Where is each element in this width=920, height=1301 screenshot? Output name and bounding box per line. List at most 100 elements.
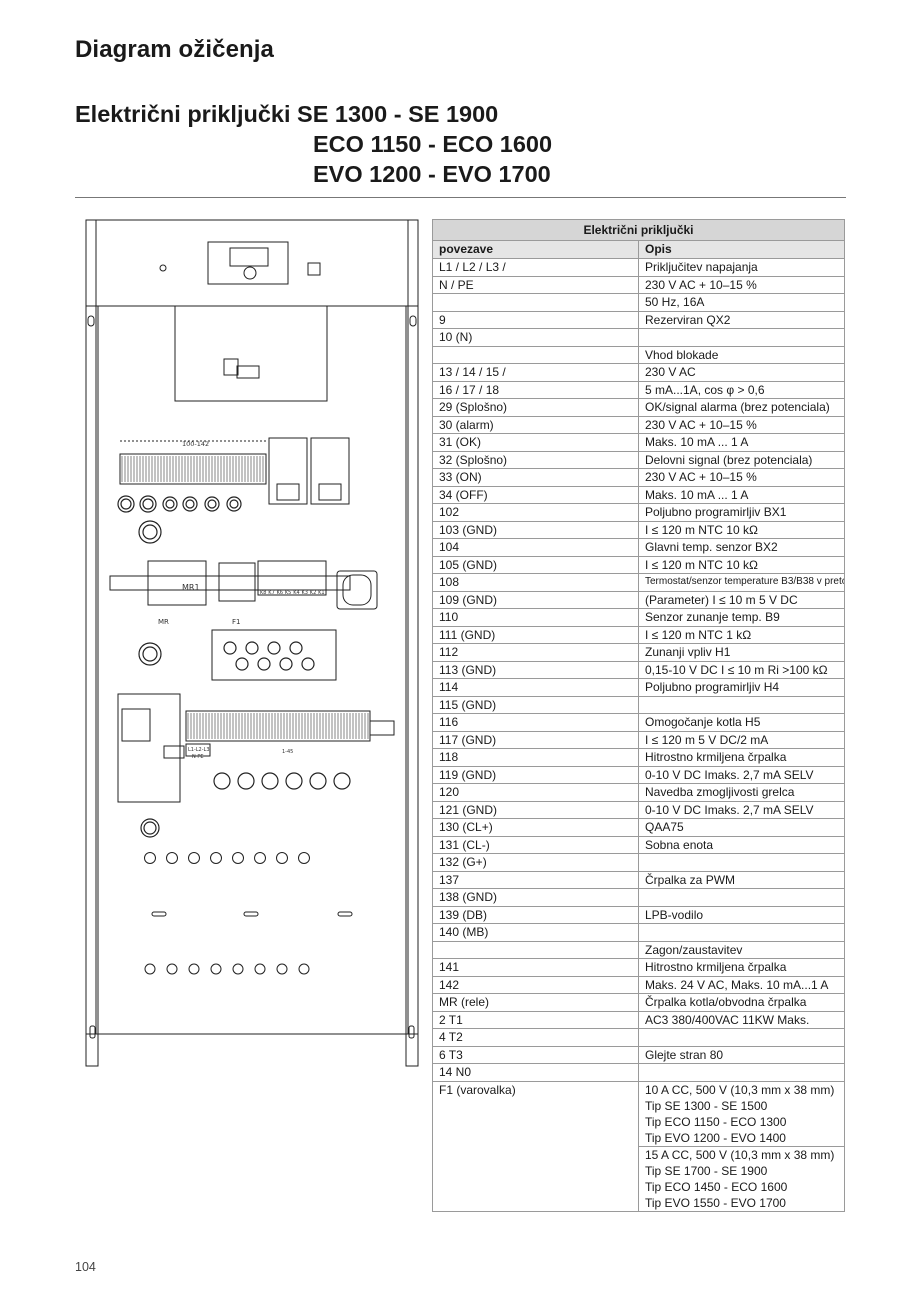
description-cell: I ≤ 120 m NTC 10 kΩ — [638, 555, 845, 574]
connection-cell: 119 (GND) — [432, 765, 639, 784]
table-row: 15 A CC, 500 V (10,3 mm x 38 mm)Tip SE 1… — [433, 1145, 845, 1212]
table-row: 115 (GND) — [432, 695, 845, 714]
connection-cell: 6 T3 — [432, 1045, 639, 1064]
connection-cell: 2 T1 — [432, 1010, 639, 1029]
table-row: 32 (Splošno)Delovni signal (brez potenci… — [432, 450, 845, 469]
description-cell: 0-10 V DC Imaks. 2,7 mA SELV — [638, 800, 845, 819]
relay-label: K2 — [310, 590, 316, 596]
description-cell: 230 V AC + 10–15 % — [638, 275, 845, 294]
fuse-spec-line: Tip ECO 1150 - ECO 1300 — [645, 1114, 787, 1129]
relay-label: K6 — [277, 590, 283, 596]
description-cell: Maks. 10 mA ... 1 A — [638, 433, 845, 452]
connection-cell: 102 — [432, 503, 639, 522]
connection-cell: 30 (alarm) — [432, 415, 639, 434]
table-row: 132 (G+) — [432, 853, 845, 872]
subtitle-line-2: ECO 1150 - ECO 1600 — [313, 131, 553, 157]
description-cell: Hitrostno krmiljena črpalka — [638, 958, 845, 977]
fuse-spec-10a: 10 A CC, 500 V (10,3 mm x 38 mm)Tip SE 1… — [638, 1080, 845, 1147]
description-cell: Črpalka kotla/obvodna črpalka — [638, 993, 845, 1012]
description-cell: (Parameter) I ≤ 10 m 5 V DC — [638, 590, 845, 609]
table-title: Električni priključki — [432, 219, 845, 241]
description-cell: 0,15-10 V DC I ≤ 10 m Ri >100 kΩ — [638, 660, 845, 679]
column-header-connections: povezave — [432, 240, 639, 259]
description-cell: Maks. 24 V AC, Maks. 10 mA...1 A — [638, 975, 845, 994]
connection-cell: 116 — [432, 713, 639, 732]
table-row: 13 / 14 / 15 /230 V AC — [432, 363, 845, 382]
f1-label: F1 — [232, 618, 240, 626]
connection-cell: 29 (Splošno) — [432, 398, 639, 417]
connection-cell: 138 (GND) — [432, 888, 639, 907]
description-cell: 230 V AC — [638, 363, 845, 382]
relay-label: K4 — [293, 590, 299, 596]
description-cell: 5 mA...1A, cos φ > 0,6 — [638, 380, 845, 399]
connection-cell: 141 — [432, 958, 639, 977]
connection-cell: 16 / 17 / 18 — [432, 380, 639, 399]
table-row: 31 (OK)Maks. 10 mA ... 1 A — [432, 433, 845, 452]
connection-cell: 132 (G+) — [432, 853, 639, 872]
table-row: F1 (varovalka)10 A CC, 500 V (10,3 mm x … — [432, 1080, 845, 1212]
description-cell — [638, 1063, 845, 1082]
terminal-l-label: L1-L2-L3 — [188, 747, 210, 753]
connections-table: Električni priključki povezave Opis L1 /… — [432, 219, 845, 1212]
fuse-spec-line: 10 A CC, 500 V (10,3 mm x 38 mm) — [645, 1082, 835, 1097]
connection-cell: 121 (GND) — [432, 800, 639, 819]
description-cell: Navedba zmogljivosti grelca — [638, 783, 845, 802]
description-cell: Omogočanje kotla H5 — [638, 713, 845, 732]
fuse-spec-line: 15 A CC, 500 V (10,3 mm x 38 mm) — [645, 1147, 835, 1162]
connection-cell: 32 (Splošno) — [432, 450, 639, 469]
description-cell: Vhod blokade — [638, 345, 845, 364]
description-cell — [638, 695, 845, 714]
description-cell: QAA75 — [638, 818, 845, 837]
connection-cell: 120 — [432, 783, 639, 802]
description-cell: Termostat/senzor temperature B3/B38 v pr… — [638, 573, 845, 592]
connection-cell — [432, 293, 639, 312]
subtitle-line-1: Električni priključki SE 1300 - SE 1900 — [75, 101, 499, 127]
table-row: 34 (OFF)Maks. 10 mA ... 1 A — [432, 485, 845, 504]
fuse-spec-line: Tip ECO 1450 - ECO 1600 — [645, 1179, 788, 1194]
connection-cell: 112 — [432, 643, 639, 662]
table-row: 109 (GND)(Parameter) I ≤ 10 m 5 V DC — [432, 590, 845, 609]
mr1-label: MR1 — [182, 583, 200, 592]
connection-cell: 105 (GND) — [432, 555, 639, 574]
connection-cell: 104 — [432, 538, 639, 557]
connection-cell: 142 — [432, 975, 639, 994]
description-cell: AC3 380/400VAC 11KW Maks. — [638, 1010, 845, 1029]
connection-cell: 131 (CL-) — [432, 835, 639, 854]
table-row: 131 (CL-)Sobna enota — [432, 835, 845, 854]
description-cell: I ≤ 120 m 5 V DC/2 mA — [638, 730, 845, 749]
table-row: 113 (GND)0,15-10 V DC I ≤ 10 m Ri >100 k… — [432, 660, 845, 679]
connection-cell: N / PE — [432, 275, 639, 294]
table-row: 121 (GND)0-10 V DC Imaks. 2,7 mA SELV — [432, 800, 845, 819]
description-cell: OK/signal alarma (brez potenciala) — [638, 398, 845, 417]
table-row: Vhod blokade — [432, 345, 845, 364]
fuse-spec-line: Tip SE 1700 - SE 1900 — [645, 1163, 768, 1178]
table-row: 105 (GND)I ≤ 120 m NTC 10 kΩ — [432, 555, 845, 574]
relay-label: K8 — [260, 590, 266, 596]
description-cell: Črpalka za PWM — [638, 870, 845, 889]
description-cell: Hitrostno krmiljena črpalka — [638, 748, 845, 767]
connection-cell: 130 (CL+) — [432, 818, 639, 837]
column-header-description: Opis — [638, 240, 845, 259]
table-row: 30 (alarm)230 V AC + 10–15 % — [432, 415, 845, 434]
description-cell: I ≤ 120 m NTC 1 kΩ — [638, 625, 845, 644]
connection-cell — [432, 345, 639, 364]
description-cell — [638, 1028, 845, 1047]
connection-cell: 140 (MB) — [432, 923, 639, 942]
page-title: Diagram ožičenja — [75, 36, 275, 63]
description-cell: 230 V AC + 10–15 % — [638, 415, 845, 434]
connection-cell: 109 (GND) — [432, 590, 639, 609]
table-row: 29 (Splošno)OK/signal alarma (brez poten… — [432, 398, 845, 417]
description-cell: Poljubno programirljiv H4 — [638, 678, 845, 697]
